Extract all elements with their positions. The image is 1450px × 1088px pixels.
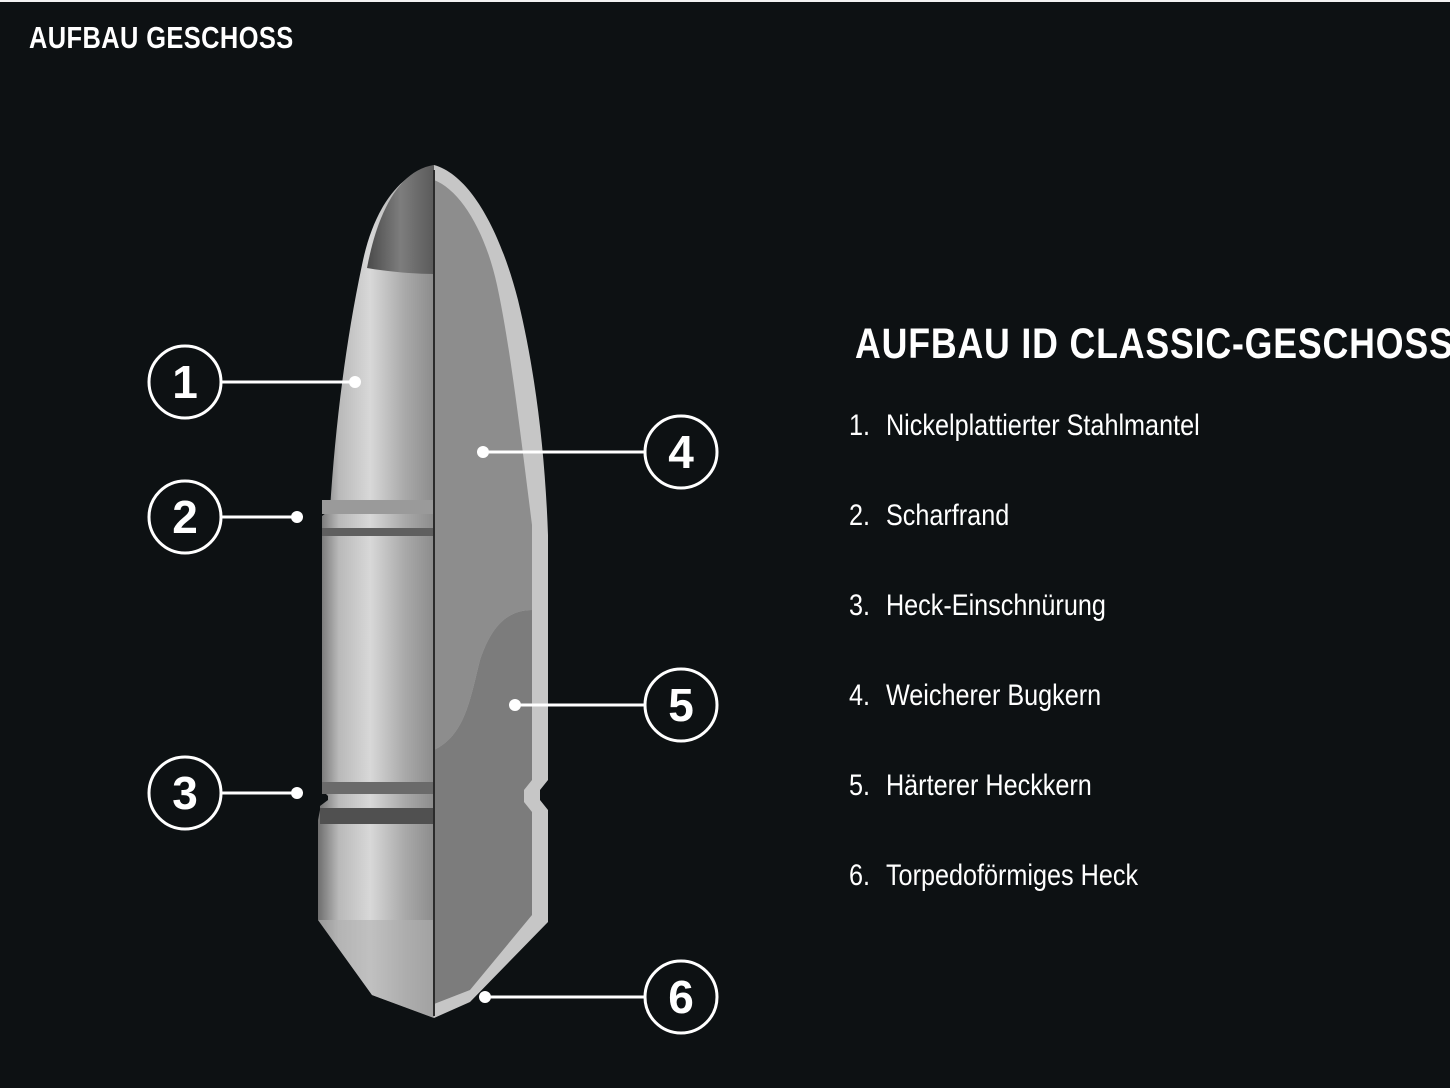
callout-3-number: 3 — [172, 767, 198, 819]
bullet-diagram: 1 2 3 4 5 6 — [147, 165, 719, 1035]
legend-list: 1. Nickelplattierter Stahlmantel 2. Scharf… — [849, 408, 1439, 948]
legend-item-label: Nickelplattierter Stahlmantel — [885, 409, 1200, 442]
callout-1: 1 — [147, 344, 361, 420]
legend-item-number: 2. — [849, 499, 871, 532]
legend-item-label: Torpedoförmiges Heck — [885, 859, 1139, 892]
legend-item-number: 5. — [849, 769, 871, 802]
legend: AUFBAU ID CLASSIC-GESCHOSS 1. Nickelplatt… — [849, 318, 1450, 948]
callout-3-dot — [291, 787, 303, 799]
callout-5-dot — [509, 699, 521, 711]
callout-2-dot — [291, 511, 303, 523]
legend-item-6: 6. Torpedoförmiges Heck — [849, 858, 1345, 948]
callout-4-number: 4 — [668, 426, 694, 478]
callout-2: 2 — [147, 479, 303, 555]
callout-5-number: 5 — [668, 679, 694, 731]
callout-2-number: 2 — [172, 491, 198, 543]
legend-item-label: Scharfrand — [885, 499, 1010, 532]
legend-item-4: 4. Weicherer Bugkern — [849, 678, 1345, 768]
callout-1-number: 1 — [172, 356, 198, 408]
bullet-jacket-exterior — [318, 165, 434, 1018]
bullet-cutaway — [433, 165, 548, 1018]
legend-item-number: 3. — [849, 589, 871, 622]
legend-item-number: 1. — [849, 409, 871, 442]
callout-5: 5 — [509, 667, 719, 743]
callout-1-dot — [349, 376, 361, 388]
legend-title: AUFBAU ID CLASSIC-GESCHOSS — [855, 320, 1450, 368]
legend-item-label: Heck-Einschnürung — [885, 589, 1106, 622]
page-title: AUFBAU GESCHOSS — [29, 20, 294, 55]
legend-item-3: 3. Heck-Einschnürung — [849, 588, 1345, 678]
legend-item-1: 1. Nickelplattierter Stahlmantel — [849, 408, 1345, 498]
callout-3: 3 — [147, 755, 303, 831]
legend-item-label: Weicherer Bugkern — [885, 679, 1102, 712]
legend-item-number: 4. — [849, 679, 871, 712]
legend-item-2: 2. Scharfrand — [849, 498, 1345, 588]
callout-4: 4 — [477, 414, 719, 490]
legend-item-label: Härterer Heckkern — [885, 769, 1092, 802]
callout-4-dot — [477, 446, 489, 458]
legend-item-5: 5. Härterer Heckkern — [849, 768, 1345, 858]
legend-item-number: 6. — [849, 859, 871, 892]
callout-6-dot — [479, 991, 491, 1003]
callout-6-number: 6 — [668, 971, 694, 1023]
callout-6: 6 — [479, 959, 719, 1035]
